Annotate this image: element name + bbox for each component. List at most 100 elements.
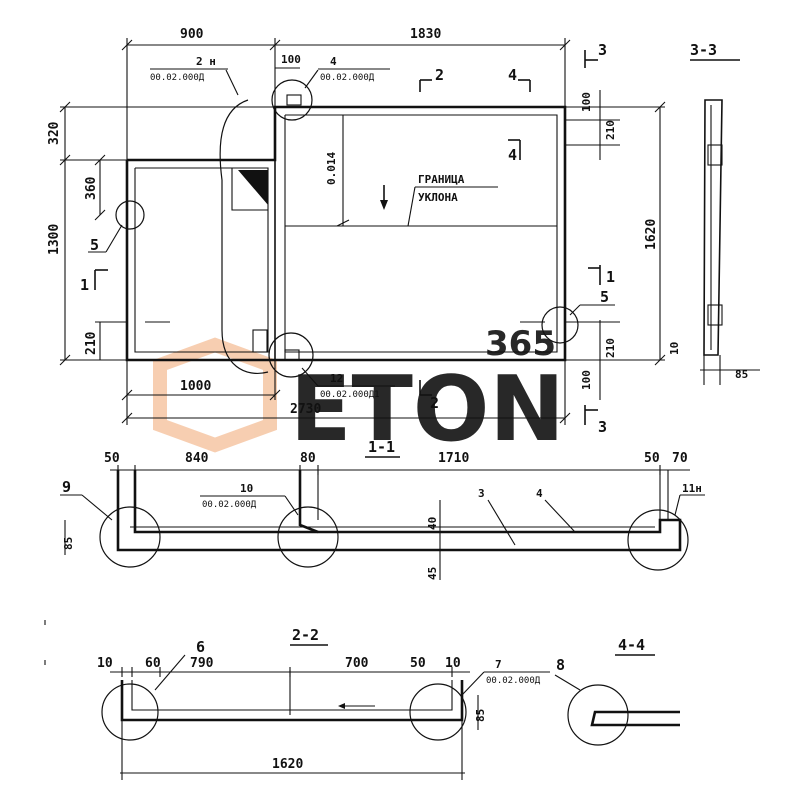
partition-top-detail [286,94,302,106]
plan-right-inner [285,114,558,353]
tick [121,412,133,424]
callout-4-number: 4 [330,55,337,68]
dim-210-right-top: 210 [604,120,617,140]
section-2-2-dim-85: 85 [474,709,487,722]
callout-11n-number: 11н [682,482,702,495]
section-4-4: 4-4 8 [554,636,680,746]
section-4-4-profile [590,710,680,727]
callout-3-leader [487,499,516,546]
section-1-1-slab [116,470,682,552]
section-1-1-dim-40: 40 [426,517,439,530]
callout-4-section-leader [544,499,576,533]
callout-11n-leader [674,494,681,516]
slope-value: 0.014 [325,152,338,185]
section-2-2-dim-790: 790 [190,656,214,671]
callout-12-circle [268,332,314,378]
plan-drain-box [252,329,268,353]
callout-11n-circle [627,509,689,571]
callout-2n-leader [225,69,239,96]
dim-700-tick [336,219,350,227]
dim-100-right-bottom: 100 [580,370,593,390]
section-1-left-label: 1 [80,276,89,294]
view-3-3-dim-10: 10 [668,342,681,355]
section-1-right-label: 1 [606,268,615,286]
callout-5-right-number: 5 [600,288,609,306]
callout-5-left-leader [105,224,123,253]
tick [654,354,666,366]
section-1-1-dim-85: 85 [62,537,75,550]
callout-2n-code: 00.02.000Д [150,73,205,83]
tick [121,39,133,51]
callout-6-leader [154,654,186,691]
watermark-text: ETON [290,357,565,462]
callout-5-left-circle [115,200,145,230]
section-1-1-dim-45: 45 [426,567,439,580]
callout-5-right-circle [541,306,579,344]
tick [59,101,71,113]
dim-100-right-top: 100 [580,92,593,112]
callout-3-number: 3 [478,487,485,500]
dim-1620: 1620 [644,219,659,250]
callout-6-circle [101,683,159,741]
section-2-2: 2-2 10 60 790 700 50 10 1620 85 6 7 [97,626,550,780]
section-2-2-slope-arrow-icon [338,703,345,709]
callout-4-leader [304,69,319,89]
dim-210-left: 210 [84,331,99,355]
section-1-1-dim-70: 70 [672,451,688,466]
callout-10-circle [277,506,339,568]
section-2-2-dim-60: 60 [145,656,161,671]
callout-5-left-number: 5 [90,236,99,254]
dim-210-right-bottom: 210 [604,338,617,358]
tick [269,39,281,51]
tick [121,389,133,401]
callout-8-circle [567,684,629,746]
watermark: ETON 365 [153,324,565,462]
plan-outer-outline [127,105,567,362]
section-1-1-dim-840: 840 [185,451,209,466]
watermark-small-text: 365 [485,324,556,364]
tick [559,412,571,424]
plan-corner-box [231,168,268,211]
callout-5-right-leader [569,304,581,316]
dim-900: 900 [180,27,204,42]
watermark-hex-icon [153,337,277,453]
tick [94,154,106,166]
section-1-1-dim-50-right: 50 [644,451,660,466]
callout-4-circle [271,79,313,121]
callout-10-leader [284,495,299,516]
dim-1830: 1830 [410,27,441,42]
section-2-2-dim-50: 50 [410,656,426,671]
tick [654,101,666,113]
callout-9-number: 9 [62,478,71,496]
callout-12-number: 12 [330,372,343,385]
callout-7-number: 7 [495,658,502,671]
callout-10-code: 00.02.000Д [202,500,257,510]
section-1-1-dim-50: 50 [104,451,120,466]
slope-boundary-leader [407,186,416,227]
dim-360: 360 [84,176,99,200]
callout-7-code: 00.02.000Д [486,676,541,686]
section-2-2-slab [120,680,464,722]
dim-320: 320 [47,121,62,145]
callout-6-number: 6 [196,638,205,656]
view-3-3-detail-top [707,144,723,166]
view-3-3-dim-85: 85 [735,368,748,381]
view-3-3-profile [703,99,723,356]
section-2-top-label: 2 [435,66,444,84]
view-3-3-detail-bottom [707,304,723,326]
section-1-1-rib [298,470,319,534]
view-3-3: 3-3 10 85 [668,41,760,385]
section-2-2-dim-1620: 1620 [272,757,303,772]
callout-2n-oval [219,99,269,374]
slope-boundary-label-2: УКЛОНА [418,191,458,204]
callout-4-code: 00.02.000Д [320,73,375,83]
section-2-2-dim-10-right: 10 [445,656,461,671]
section-2-2-dim-700: 700 [345,656,369,671]
section-3-bottom-label: 3 [598,418,607,436]
view-3-3-title: 3-3 [690,41,717,59]
callout-7-circle [409,683,467,741]
callout-12-leader [301,367,319,387]
dim-100-top: 100 [281,53,301,66]
callout-9-leader [81,494,113,521]
